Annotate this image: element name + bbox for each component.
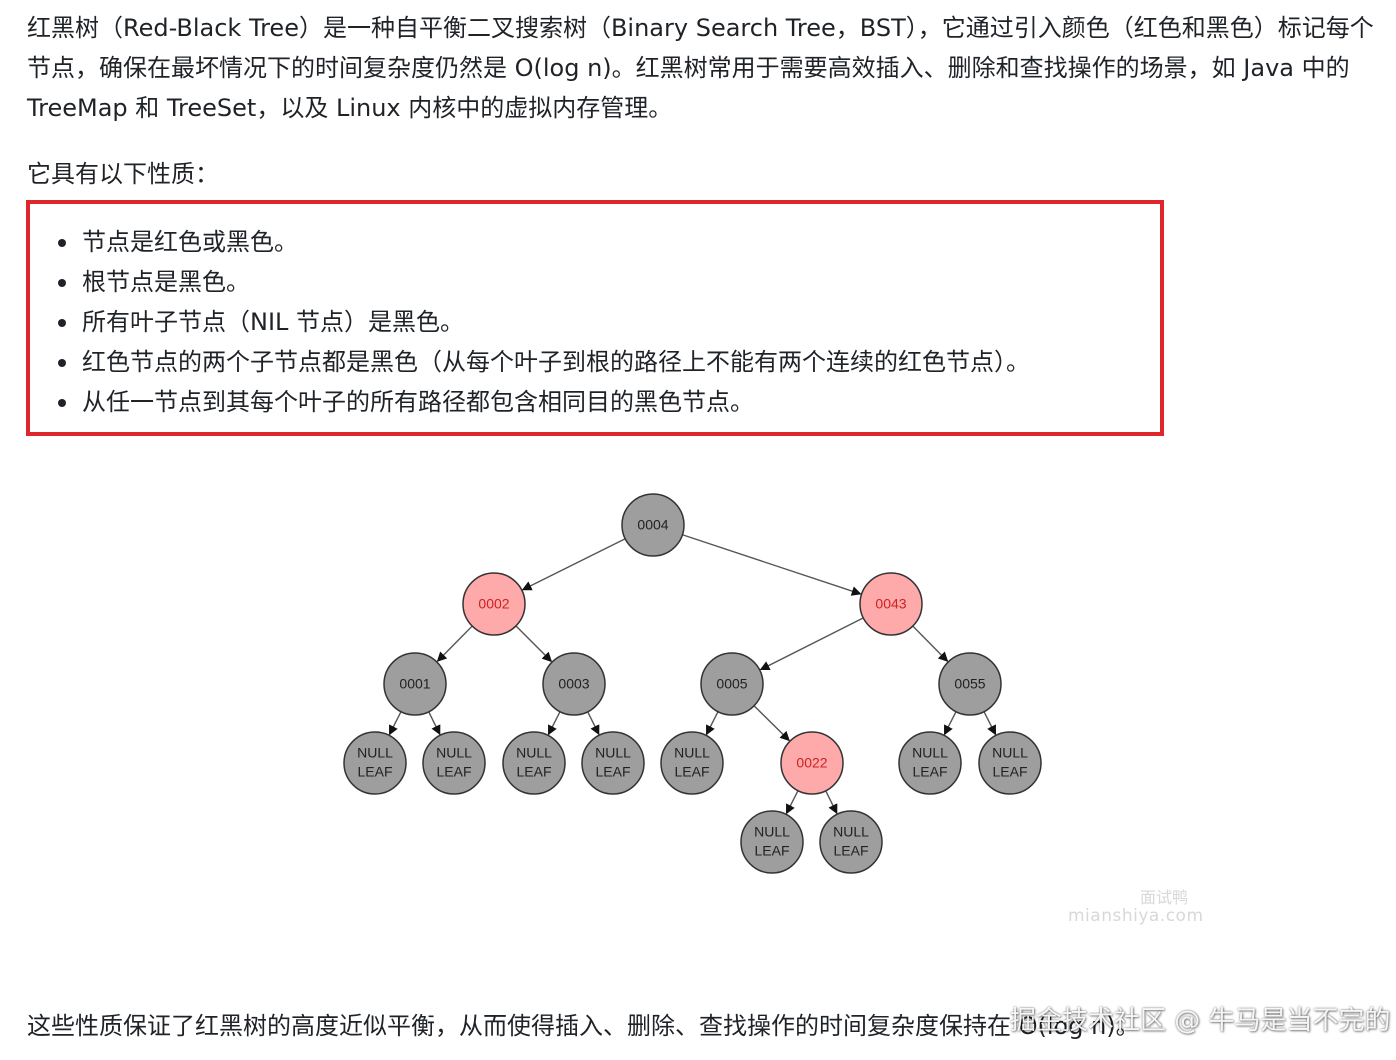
property-item: 根节点是黑色。: [30, 262, 1160, 302]
node-circle: [938, 652, 1002, 716]
node-label: LEAF: [357, 764, 392, 780]
tree-node-n43: 0043: [859, 572, 923, 636]
node-circle: [978, 731, 1042, 795]
edge-n2-n1: [436, 625, 473, 662]
tree-node-l3: NULL LEAF: [502, 731, 566, 795]
tree-node-n4: 0004: [621, 493, 685, 557]
edge-n4-n43: [682, 534, 862, 596]
tree-node-l9: NULL LEAF: [978, 731, 1042, 795]
node-circle: [502, 731, 566, 795]
node-label: NULL: [357, 745, 393, 761]
node-circle: [859, 572, 923, 636]
node-label: LEAF: [516, 764, 551, 780]
properties-list: 节点是红色或黑色。 根节点是黑色。 所有叶子节点（NIL 节点）是黑色。 红色节…: [30, 204, 1160, 422]
edge-n22-l7: [825, 790, 838, 815]
edge-n43-n5: [759, 617, 864, 671]
edge-n43-n55: [912, 625, 949, 662]
edge-n55-l9: [983, 711, 997, 736]
tree-node-l2: NULL LEAF: [422, 731, 486, 795]
node-label: LEAF: [754, 843, 789, 859]
node-label: LEAF: [912, 764, 947, 780]
node-label: NULL: [436, 745, 472, 761]
node-label: LEAF: [674, 764, 709, 780]
property-item: 从任一节点到其每个叶子的所有路径都包含相同目的黑色节点。: [30, 382, 1160, 422]
node-circle: [780, 731, 844, 795]
edge-n3-l4: [587, 711, 600, 736]
property-item: 节点是红色或黑色。: [30, 222, 1160, 262]
tree-node-n22: 0022: [780, 731, 844, 795]
node-circle: [383, 652, 447, 716]
node-circle: [422, 731, 486, 795]
tree-node-l8: NULL LEAF: [898, 731, 962, 795]
tree-node-n55: 0055: [938, 652, 1002, 716]
node-label: 0001: [399, 676, 430, 692]
node-label: 0002: [478, 596, 509, 612]
edge-n55-l8: [943, 711, 957, 736]
node-label: LEAF: [595, 764, 630, 780]
edge-n22-l6: [785, 790, 799, 815]
tree-node-l7: NULL LEAF: [819, 810, 883, 874]
edge-n1-l2: [428, 711, 441, 736]
node-label: 0003: [558, 676, 589, 692]
tree-node-l4: NULL LEAF: [581, 731, 645, 795]
node-circle: [542, 652, 606, 716]
node-label: NULL: [992, 745, 1028, 761]
node-circle: [898, 731, 962, 795]
node-label: 0005: [716, 676, 747, 692]
watermark-site-name: 面试鸭: [1140, 888, 1189, 907]
tree-node-l1: NULL LEAF: [343, 731, 407, 795]
node-circle: [581, 731, 645, 795]
watermark-author: 掘金技术社区 @ 牛马是当不完的: [1010, 1006, 1391, 1036]
edge-n5-l5: [705, 711, 719, 736]
node-label: NULL: [516, 745, 552, 761]
node-circle: [621, 493, 685, 557]
tree-node-n1: 0001: [383, 652, 447, 716]
node-label: 0004: [637, 517, 668, 533]
node-circle: [740, 810, 804, 874]
property-item: 红色节点的两个子节点都是黑色（从每个叶子到根的路径上不能有两个连续的红色节点）。: [30, 342, 1160, 382]
tree-node-n5: 0005: [700, 652, 764, 716]
edge-n1-l1: [388, 711, 402, 736]
node-circle: [343, 731, 407, 795]
edge-n5-n22: [753, 705, 790, 742]
node-label: 0055: [954, 676, 985, 692]
edge-n4-n2: [521, 538, 626, 591]
edge-n3-l3: [547, 711, 561, 736]
node-circle: [462, 572, 526, 636]
intro-paragraph: 红黑树（Red-Black Tree）是一种自平衡二叉搜索树（Binary Se…: [27, 14, 1374, 122]
node-label: NULL: [833, 824, 869, 840]
properties-lead: 它具有以下性质：: [27, 160, 219, 188]
node-label: 0043: [875, 596, 906, 612]
conclusion-paragraph: 这些性质保证了红黑树的高度近似平衡，从而使得插入、删除、查找操作的时间复杂度保持…: [27, 1012, 1140, 1040]
tree-node-l5: NULL LEAF: [660, 731, 724, 795]
tree-node-n3: 0003: [542, 652, 606, 716]
edge-n2-n3: [515, 625, 553, 663]
watermark-site-url: mianshiya.com: [1068, 906, 1204, 926]
node-label: LEAF: [436, 764, 471, 780]
node-label: NULL: [674, 745, 710, 761]
node-label: NULL: [912, 745, 948, 761]
node-label: NULL: [595, 745, 631, 761]
tree-node-l6: NULL LEAF: [740, 810, 804, 874]
node-label: LEAF: [992, 764, 1027, 780]
node-label: NULL: [754, 824, 790, 840]
properties-highlight-box: 节点是红色或黑色。 根节点是黑色。 所有叶子节点（NIL 节点）是黑色。 红色节…: [26, 200, 1164, 436]
tree-node-n2: 0002: [462, 572, 526, 636]
node-circle: [819, 810, 883, 874]
node-circle: [700, 652, 764, 716]
property-item: 所有叶子节点（NIL 节点）是黑色。: [30, 302, 1160, 342]
node-label: 0022: [796, 755, 827, 771]
node-circle: [660, 731, 724, 795]
node-label: LEAF: [833, 843, 868, 859]
